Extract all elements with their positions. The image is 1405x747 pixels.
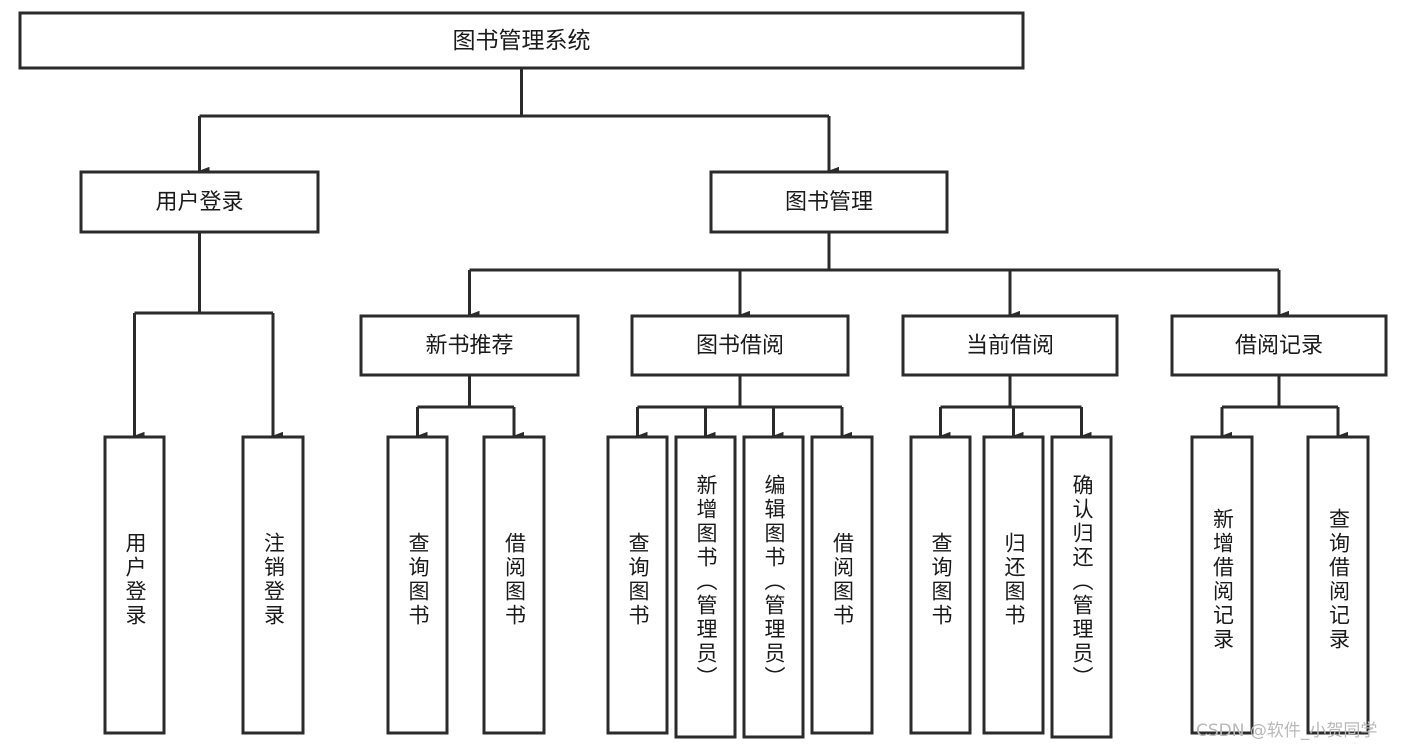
node-leaf-edit-book-admin[interactable] [742, 435, 805, 739]
node-borrow-record-label: 借阅记录 [1235, 334, 1323, 359]
node-book-management[interactable] [709, 170, 949, 234]
node-root-label: 图书管理系统 [453, 28, 591, 54]
node-current-borrow[interactable] [901, 314, 1119, 377]
node-borrow-record[interactable] [1170, 314, 1388, 377]
node-book-borrow-label: 图书借阅 [696, 334, 784, 359]
node-leaf-query-book-2[interactable] [606, 435, 669, 735]
node-leaf-logout-login[interactable] [241, 435, 305, 735]
node-leaf-borrow-book-2[interactable] [810, 435, 874, 735]
node-leaf-borrow-book-1[interactable] [482, 435, 546, 735]
node-leaf-return-book[interactable] [982, 435, 1045, 735]
node-leaf-query-book-1[interactable] [386, 435, 449, 735]
node-book-management-label: 图书管理 [785, 190, 873, 215]
node-root[interactable] [18, 11, 1025, 70]
node-new-book-recommendation[interactable] [359, 314, 580, 377]
node-user-login-label: 用户登录 [155, 190, 243, 215]
node-leaf-query-book-3[interactable] [909, 435, 972, 735]
node-leaf-add-borrow-record[interactable] [1190, 435, 1254, 735]
node-leaf-query-borrow-record[interactable] [1306, 435, 1370, 735]
node-current-borrow-label: 当前借阅 [966, 334, 1054, 359]
node-user-login[interactable] [79, 170, 320, 234]
node-leaf-confirm-return-admin[interactable] [1050, 435, 1113, 739]
node-leaf-user-login[interactable] [103, 435, 166, 735]
node-leaf-add-book-admin[interactable] [674, 435, 737, 739]
node-book-borrow[interactable] [630, 314, 850, 377]
node-new-book-recommendation-label: 新书推荐 [425, 334, 513, 359]
edges-layer [133, 68, 1348, 441]
